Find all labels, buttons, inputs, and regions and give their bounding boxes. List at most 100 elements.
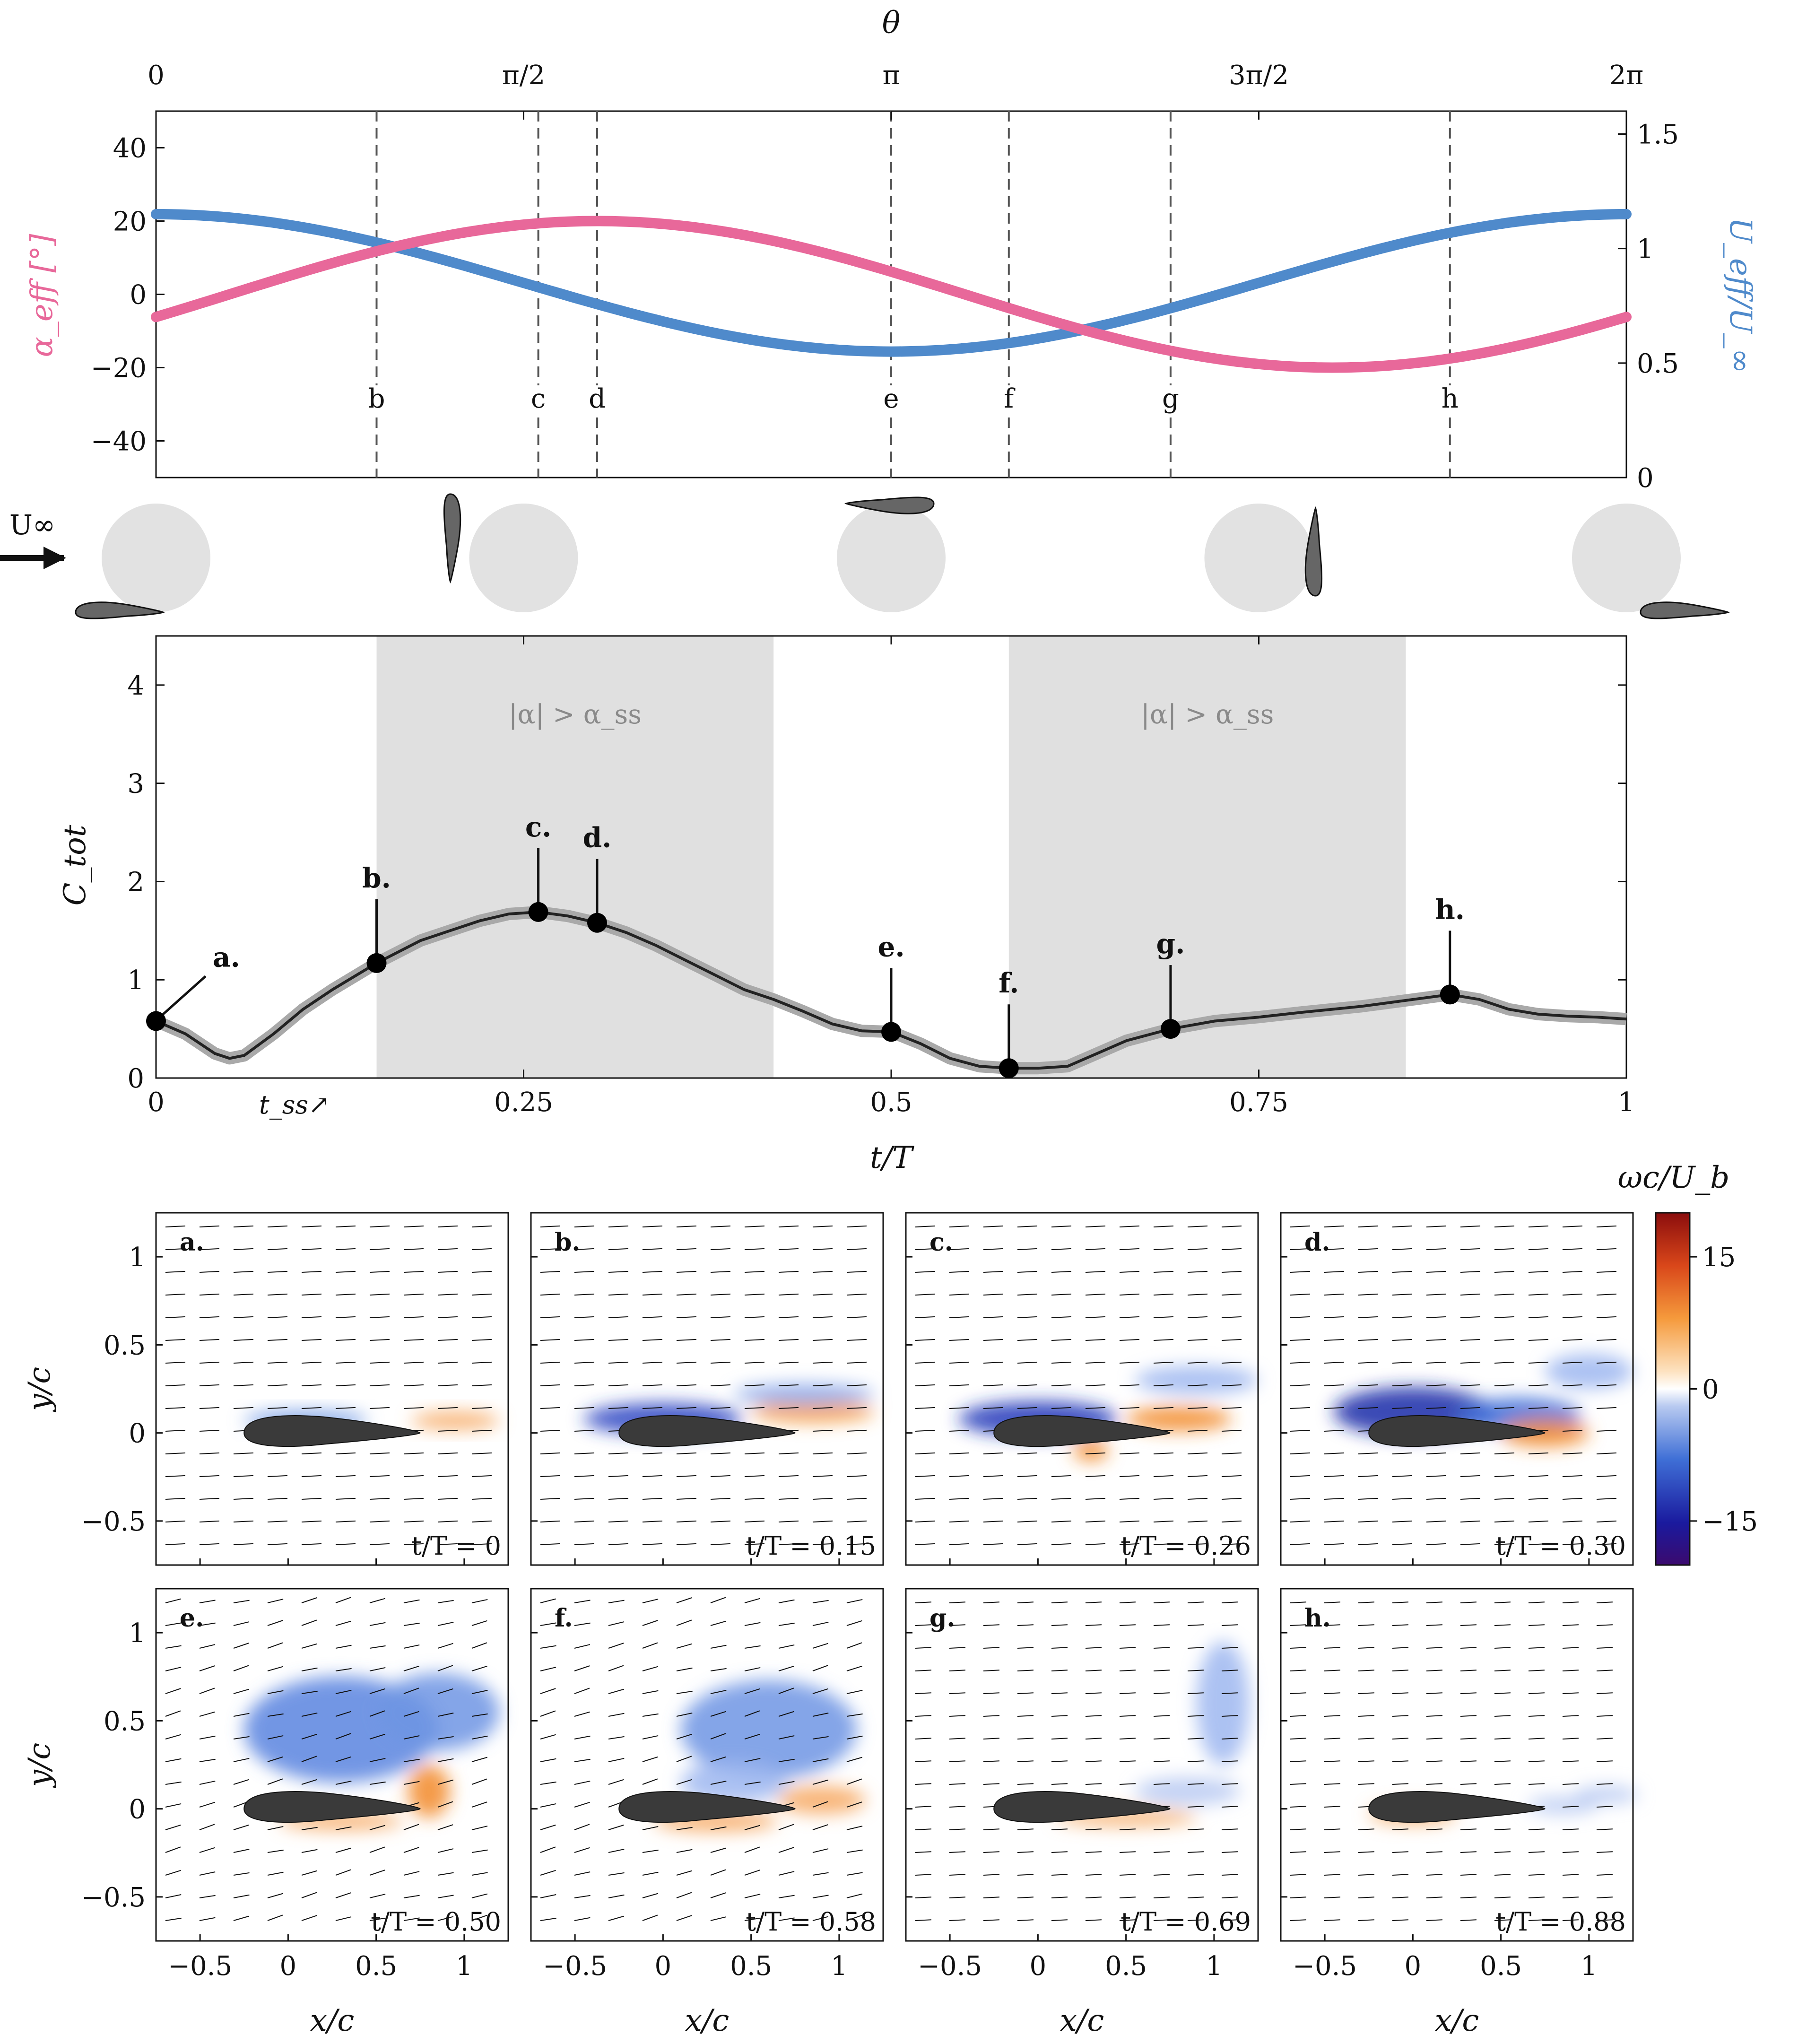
velocity-vector — [1494, 1497, 1514, 1500]
velocity-vector — [301, 1225, 321, 1227]
velocity-vector — [1324, 1384, 1344, 1386]
velocity-vector — [233, 1248, 253, 1250]
velocity-vector — [608, 1475, 628, 1477]
velocity-vector — [1051, 1543, 1071, 1545]
panel-label: c. — [929, 1228, 953, 1257]
velocity-vector — [1017, 1248, 1037, 1250]
velocity-vector — [812, 1736, 829, 1740]
force-point — [146, 1011, 166, 1031]
panel-time: t/T = 0 — [411, 1531, 501, 1561]
velocity-vector — [369, 1248, 390, 1250]
velocity-vector — [676, 1543, 696, 1545]
velocity-vector — [949, 1715, 966, 1717]
velocity-vector — [1562, 1316, 1582, 1318]
velocity-vector — [1290, 1339, 1310, 1341]
velocity-vector — [1290, 1429, 1310, 1432]
velocity-vector — [915, 1647, 932, 1649]
velocity-vector — [369, 1384, 390, 1386]
velocity-vector — [335, 1644, 352, 1649]
velocity-vector — [710, 1407, 730, 1409]
colorbar-tick-label: 15 — [1702, 1242, 1736, 1273]
velocity-vector — [1153, 1384, 1173, 1386]
velocity-vector — [642, 1620, 658, 1626]
velocity-vector — [1187, 1475, 1207, 1477]
velocity-vector — [540, 1758, 556, 1762]
phase-marker-label: e — [883, 383, 899, 414]
velocity-vector — [540, 1497, 560, 1500]
velocity-vector — [199, 1687, 215, 1694]
velocity-vector — [1358, 1339, 1378, 1341]
velocity-vector — [915, 1851, 932, 1853]
velocity-vector — [1290, 1293, 1310, 1296]
velocity-vector — [710, 1892, 726, 1898]
velocity-vector — [744, 1361, 764, 1364]
velocity-vector — [983, 1543, 1003, 1545]
velocity-vector — [369, 1781, 386, 1785]
velocity-vector — [335, 1781, 352, 1785]
panel-y-tick-label: 1 — [129, 1242, 146, 1273]
velocity-vector — [1153, 1715, 1170, 1717]
velocity-vector — [574, 1847, 590, 1853]
velocity-vector — [949, 1475, 969, 1477]
velocity-vector — [1221, 1851, 1238, 1853]
velocity-vector — [812, 1801, 828, 1808]
velocity-vector — [1392, 1896, 1409, 1898]
vorticity-blob — [376, 1673, 500, 1751]
velocity-vector — [1290, 1624, 1307, 1626]
velocity-vector — [437, 1475, 458, 1477]
velocity-vector — [1494, 1874, 1511, 1876]
velocity-vector — [642, 1293, 662, 1296]
velocity-vector — [1562, 1429, 1582, 1432]
velocity-vector — [1460, 1543, 1480, 1545]
velocity-vector — [1017, 1919, 1034, 1921]
velocity-vector — [471, 1801, 487, 1808]
velocity-vector — [233, 1621, 250, 1626]
velocity-vector — [1426, 1316, 1446, 1318]
velocity-vector — [915, 1225, 935, 1227]
velocity-vector — [574, 1871, 591, 1876]
velocity-vector — [1562, 1407, 1582, 1409]
velocity-vector — [1187, 1670, 1204, 1671]
velocity-vector — [1324, 1896, 1341, 1898]
velocity-vector — [642, 1826, 659, 1830]
velocity-vector — [233, 1497, 253, 1500]
velocity-vector — [1085, 1828, 1102, 1830]
velocity-vector — [949, 1828, 966, 1830]
velocity-vector — [744, 1248, 764, 1250]
velocity-vector — [744, 1407, 764, 1409]
velocity-vector — [778, 1824, 794, 1830]
velocity-vector — [1221, 1293, 1242, 1296]
velocity-vector — [1017, 1783, 1034, 1785]
velocity-vector — [1596, 1670, 1613, 1671]
velocity-vector — [710, 1248, 730, 1250]
velocity-vector — [983, 1783, 1000, 1785]
velocity-vector — [233, 1688, 249, 1694]
velocity-vector — [915, 1760, 932, 1762]
velocity-vector — [301, 1690, 318, 1694]
velocity-vector — [437, 1429, 458, 1432]
velocity-vector — [1017, 1896, 1034, 1898]
velocity-vector — [1426, 1407, 1446, 1409]
velocity-vector — [915, 1624, 932, 1626]
theta-tick-label: π/2 — [502, 60, 545, 91]
velocity-vector — [1153, 1225, 1173, 1227]
stall-region-label: |α| > α_ss — [1141, 699, 1274, 730]
velocity-vector — [1596, 1543, 1616, 1545]
velocity-vector — [1085, 1225, 1105, 1227]
velocity-vector — [199, 1847, 215, 1853]
velocity-vector — [471, 1872, 488, 1876]
colorbar-tick-label: 0 — [1702, 1374, 1719, 1405]
velocity-vector — [1596, 1452, 1616, 1454]
velocity-vector — [1085, 1497, 1105, 1500]
phase-marker-bg — [1439, 385, 1460, 414]
velocity-vector — [1221, 1429, 1242, 1432]
velocity-vector — [1562, 1896, 1579, 1898]
u-eff-tick-label: 0.5 — [1637, 348, 1679, 379]
velocity-vector — [1187, 1270, 1207, 1273]
velocity-vector — [1085, 1760, 1102, 1762]
velocity-vector — [1494, 1225, 1514, 1227]
velocity-vector — [1119, 1828, 1136, 1830]
velocity-vector — [267, 1778, 283, 1785]
velocity-vector — [403, 1316, 424, 1318]
velocity-vector — [778, 1781, 795, 1785]
